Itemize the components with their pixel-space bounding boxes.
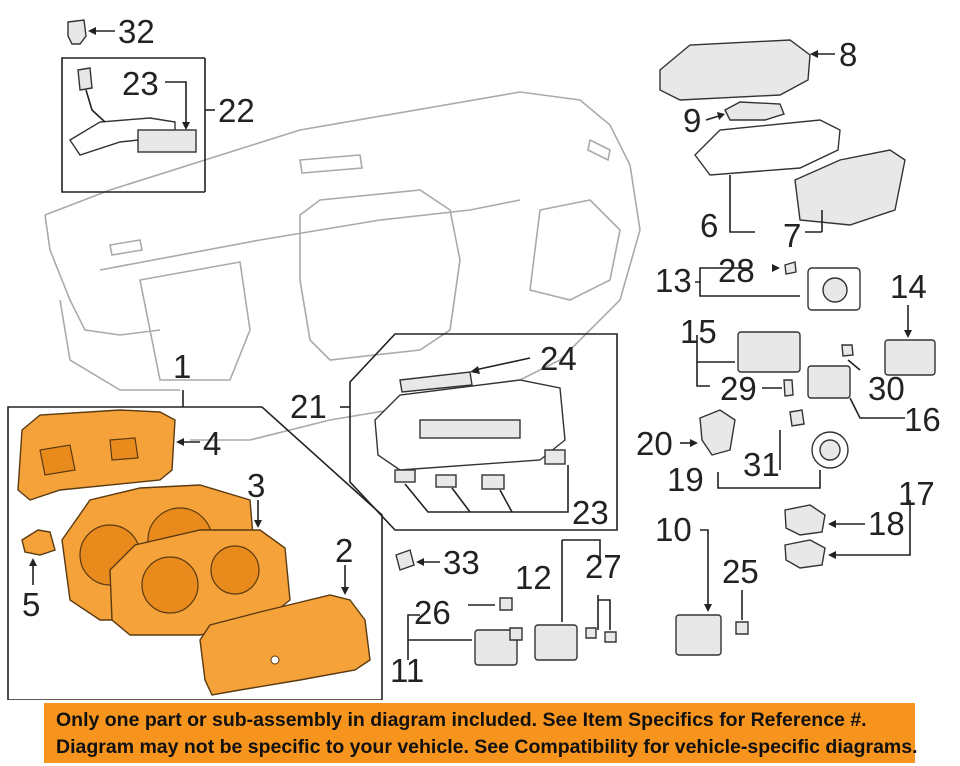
parts-diagram: 1 2 3 4 5 6 7 8 9 10 11 12 13 14 15 16 1… xyxy=(7,13,941,700)
parts-17-18 xyxy=(784,500,911,569)
parts-8-9-6-7 xyxy=(659,39,906,233)
callout-29: 29 xyxy=(720,370,757,407)
parts-20-19-31 xyxy=(680,409,849,489)
callout-14: 14 xyxy=(890,268,927,305)
group-box-21 xyxy=(340,333,618,531)
callout-19: 19 xyxy=(667,461,704,498)
callout-23-top: 23 xyxy=(122,65,159,102)
dashboard-outline xyxy=(44,91,641,441)
callout-22: 22 xyxy=(218,92,255,129)
parts-10-25 xyxy=(675,529,749,656)
callout-18: 18 xyxy=(868,505,905,542)
callout-17: 17 xyxy=(898,475,935,512)
callout-23-hvac: 23 xyxy=(572,494,609,531)
callout-31: 31 xyxy=(743,446,780,483)
disclaimer-line-2: Diagram may not be specific to your vehi… xyxy=(56,736,918,758)
callout-10: 10 xyxy=(655,511,692,548)
callout-9: 9 xyxy=(683,102,701,139)
callout-12: 12 xyxy=(515,559,552,596)
callout-16: 16 xyxy=(904,401,941,438)
callout-15: 15 xyxy=(680,313,717,350)
callout-20: 20 xyxy=(636,425,673,462)
parts-15-29-30-16 xyxy=(696,331,905,419)
callout-6: 6 xyxy=(700,207,718,244)
disclaimer-banner: Only one part or sub-assembly in diagram… xyxy=(44,703,918,763)
callout-3: 3 xyxy=(247,467,265,504)
group-box-22 xyxy=(61,57,215,193)
callout-30: 30 xyxy=(868,370,905,407)
parts-13-28-14 xyxy=(695,261,936,376)
callout-11: 11 xyxy=(390,652,424,689)
callout-5: 5 xyxy=(22,586,40,623)
group-box-1 xyxy=(7,390,383,700)
callout-21: 21 xyxy=(290,388,327,425)
callout-1: 1 xyxy=(173,348,191,385)
callout-4: 4 xyxy=(203,425,221,462)
part-32 xyxy=(67,19,115,45)
callout-33: 33 xyxy=(443,544,480,581)
callout-13: 13 xyxy=(655,262,692,299)
callout-32: 32 xyxy=(118,13,155,50)
disclaimer-line-1: Only one part or sub-assembly in diagram… xyxy=(56,709,867,731)
callout-25: 25 xyxy=(722,553,759,590)
callout-7: 7 xyxy=(783,217,801,254)
callout-28: 28 xyxy=(718,252,755,289)
parts-11-12-26-27-33 xyxy=(395,539,617,666)
callout-27: 27 xyxy=(585,548,622,585)
callout-24: 24 xyxy=(540,340,577,377)
callout-26: 26 xyxy=(414,594,451,631)
callout-2: 2 xyxy=(335,532,353,569)
callout-8: 8 xyxy=(839,36,857,73)
callout-labels: 1 2 3 4 5 6 7 8 9 10 11 12 13 14 15 16 1… xyxy=(22,13,941,689)
